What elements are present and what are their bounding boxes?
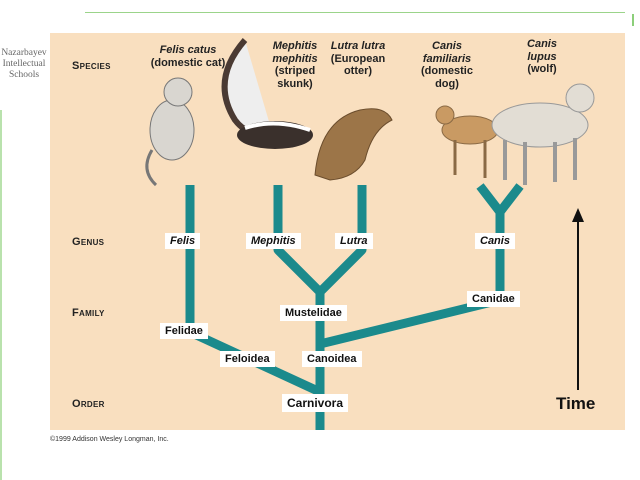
species-latin: Felis catus	[159, 44, 217, 56]
copyright: ©1999 Addison Wesley Longman, Inc.	[50, 436, 169, 443]
logo-line: Nazarbayev	[1, 48, 47, 58]
species-common: (striped skunk)	[274, 65, 316, 90]
time-label: Time	[556, 394, 596, 413]
family-mustelidae: Mustelidae	[280, 305, 347, 321]
order-carnivora: Carnivora	[282, 394, 349, 412]
otter-illustration	[314, 108, 393, 181]
rank-order: Order	[72, 398, 105, 410]
species-latin: Canis familiaris	[422, 40, 472, 65]
species-latin: Lutra lutra	[330, 40, 386, 52]
rank-genus: Genus	[72, 236, 105, 248]
rank-family: Family	[72, 307, 105, 319]
corner-mark	[632, 14, 634, 26]
logo-line: Schools	[8, 70, 40, 80]
logo-line: Intellectual	[2, 59, 46, 69]
genus-lutra: Lutra	[335, 233, 373, 249]
species-common: (wolf)	[527, 63, 557, 75]
left-divider	[0, 110, 2, 480]
species-felis-catus: Felis catus(domestic cat)	[138, 44, 238, 69]
genus-canis: Canis	[475, 233, 515, 249]
species-lutra: Lutra lutra(European otter)	[330, 40, 386, 78]
genus-mephitis: Mephitis	[246, 233, 301, 249]
superfamily-feloidea: Feloidea	[220, 351, 275, 367]
species-canis-familiaris: Canis familiaris(domestic dog)	[412, 40, 482, 90]
species-common: (European otter)	[330, 52, 386, 78]
species-mephitis: Mephitis mephitis(striped skunk)	[262, 40, 328, 90]
species-common: (domestic cat)	[150, 56, 226, 69]
genus-felis: Felis	[165, 233, 201, 249]
school-logo: Nazarbayev Intellectual Schools	[0, 48, 48, 81]
time-arrow-head	[572, 208, 584, 222]
branch-mephitis	[273, 185, 324, 296]
superfamily-canoidea: Canoidea	[302, 351, 362, 367]
skunk-illustration	[221, 38, 313, 149]
rank-species: Species	[72, 60, 111, 72]
wolf-illustration	[491, 83, 595, 185]
species-canis-lupus: Canis lupus(wolf)	[516, 38, 568, 76]
species-common: (domestic dog)	[421, 65, 473, 90]
family-canidae: Canidae	[467, 291, 520, 307]
family-felidae: Felidae	[160, 323, 208, 339]
species-latin: Canis lupus	[527, 38, 557, 63]
top-divider	[85, 12, 625, 13]
cat-illustration	[145, 77, 195, 187]
branch-lutra	[316, 185, 367, 296]
species-latin: Mephitis mephitis	[272, 40, 318, 65]
dog-illustration	[435, 105, 499, 178]
